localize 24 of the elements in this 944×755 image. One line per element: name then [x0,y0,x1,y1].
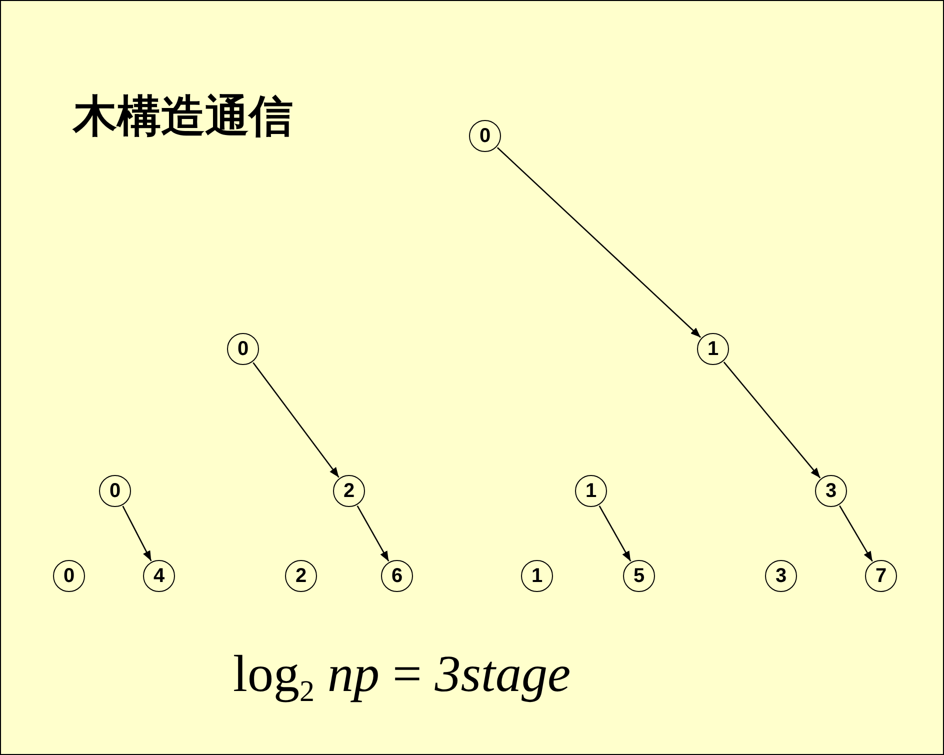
node-circle: 2 [333,475,365,507]
arrow [356,505,390,562]
node-circle: 1 [575,475,607,507]
node-circle: 6 [381,560,413,592]
node-circle: 3 [815,475,847,507]
arrow [839,505,873,562]
title: 木構造通信 [73,90,293,144]
node-circle: 1 [697,333,729,365]
arrow [723,362,821,478]
node-circle: 2 [285,560,317,592]
node-circle: 0 [227,333,259,365]
node-circle: 0 [53,560,85,592]
node-circle: 3 [765,560,797,592]
node-circle: 0 [469,120,501,152]
node-circle: 1 [521,560,553,592]
arrow [122,506,152,562]
arrow [252,362,340,478]
arrow [496,147,702,338]
arrow [598,505,632,562]
node-circle: 4 [143,560,175,592]
formula: log$_{2}$ np = 3stage [233,645,571,709]
node-circle: 0 [99,475,131,507]
node-circle: 5 [623,560,655,592]
node-circle: 7 [865,560,897,592]
